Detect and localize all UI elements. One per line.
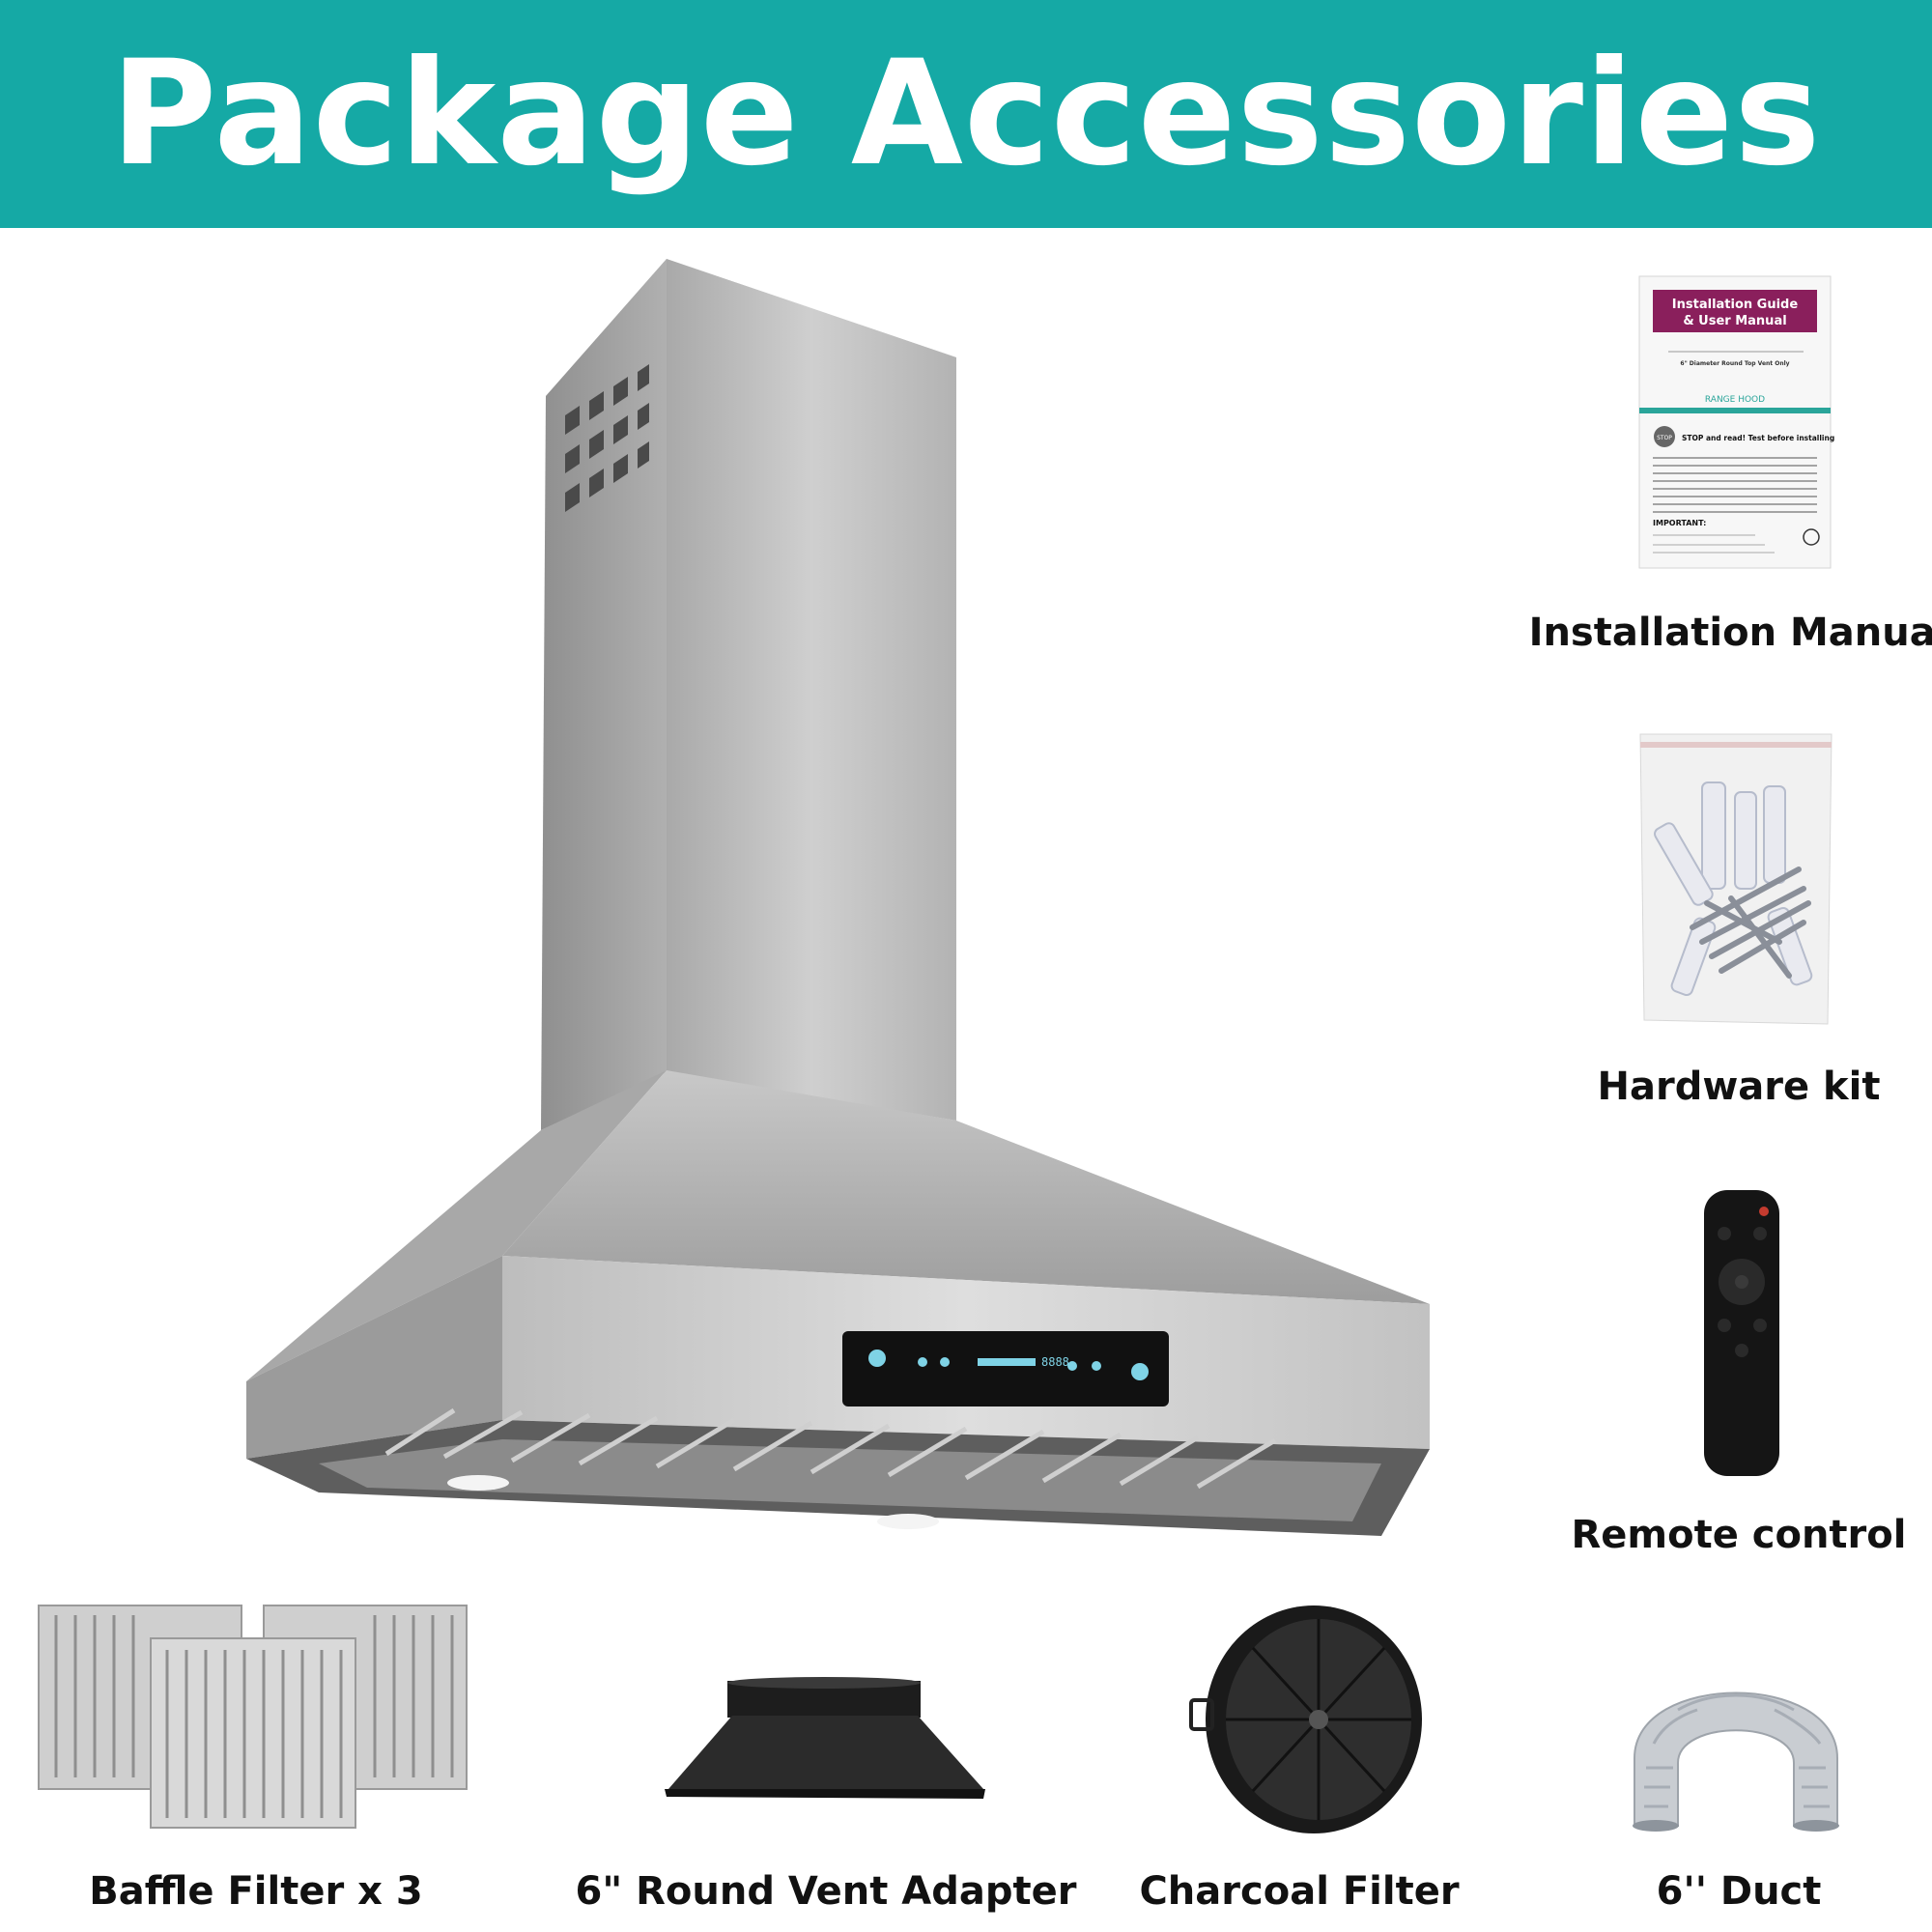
duct-image xyxy=(1633,1691,1839,1832)
timer-icon xyxy=(918,1357,927,1367)
remote-control-image xyxy=(1704,1190,1779,1476)
charcoal-filter-label: Charcoal Filter xyxy=(1139,1869,1460,1914)
light-right-icon xyxy=(1131,1363,1149,1380)
control-panel xyxy=(842,1331,1169,1406)
hardware-kit-image xyxy=(1639,733,1833,1025)
page-title: Package Accessories xyxy=(110,30,1822,198)
round-vent-adapter-label: 6" Round Vent Adapter xyxy=(575,1869,1077,1914)
svg-text:IMPORTANT:: IMPORTANT: xyxy=(1653,519,1706,527)
svg-text:STOP and read! Test before ins: STOP and read! Test before installing xyxy=(1682,434,1834,442)
baffle-filter-image xyxy=(38,1605,468,1829)
charcoal-filter-image xyxy=(1189,1605,1422,1833)
svg-text:6" Diameter Round Top Vent Onl: 6" Diameter Round Top Vent Only xyxy=(1680,360,1789,367)
remote-power-icon xyxy=(1759,1207,1769,1216)
svg-text:STOP: STOP xyxy=(1657,435,1672,441)
hardware-kit-label: Hardware kit xyxy=(1597,1065,1881,1109)
svg-text:Installation Guide: Installation Guide xyxy=(1672,298,1799,312)
header-banner xyxy=(0,0,1932,228)
clock-icon xyxy=(940,1357,950,1367)
svg-text:& User Manual: & User Manual xyxy=(1683,314,1786,328)
round-vent-adapter-image xyxy=(665,1677,985,1799)
fan-icon xyxy=(1067,1361,1077,1371)
panel-display: 8888 xyxy=(1041,1355,1069,1369)
light-icon xyxy=(868,1350,886,1367)
duct-label: 6'' Duct xyxy=(1656,1869,1822,1914)
svg-text:RANGE HOOD: RANGE HOOD xyxy=(1705,395,1765,405)
installation-manual-label: Installation Manual xyxy=(1528,611,1932,655)
power-icon xyxy=(1092,1361,1101,1371)
remote-control-label: Remote control xyxy=(1571,1513,1907,1557)
baffle-filter-label: Baffle Filter x 3 xyxy=(89,1869,423,1914)
vent-slots xyxy=(565,364,649,512)
installation-manual-image: Installation Guide & User Manual 6" Diam… xyxy=(1638,275,1834,569)
